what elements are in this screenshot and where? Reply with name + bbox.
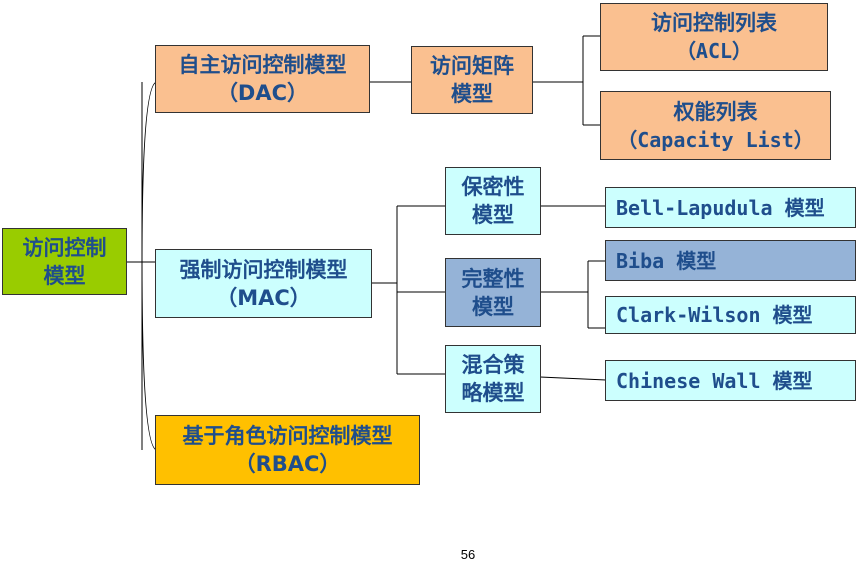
root-label-line1: 访问控制 (22, 235, 107, 260)
biba-model-box: Biba 模型 (605, 240, 856, 281)
chinese-wall-model-box: Chinese Wall 模型 (605, 360, 856, 401)
hybrid-connector (539, 376, 607, 381)
acl-box: 访问控制列表 （ACL） (600, 3, 828, 71)
integrity-bracket (540, 260, 606, 329)
rbac-label-line1: 基于角色访问控制模型 (182, 424, 393, 448)
dac-model-box: 自主访问控制模型 （DAC） (155, 45, 370, 113)
acl-label-line1: 访问控制列表 (651, 11, 777, 35)
chinese-wall-label: Chinese Wall 模型 (616, 368, 813, 393)
page-number: 56 (460, 547, 476, 562)
bell-lapadula-label: Bell-Lapudula 模型 (616, 195, 825, 220)
clark-wilson-model-box: Clark-Wilson 模型 (605, 296, 856, 334)
root-bracket (126, 81, 158, 451)
bell-lapadula-model-box: Bell-Lapudula 模型 (605, 187, 856, 228)
hybrid-label-line2: 略模型 (461, 381, 525, 405)
acl-label-line2: （ACL） (675, 39, 753, 63)
capacity-label-line1: 权能列表 (673, 99, 758, 124)
matrix-bracket (532, 35, 601, 126)
access-matrix-model-box: 访问矩阵 模型 (411, 46, 533, 114)
matrix-label-line1: 访问矩阵 (430, 54, 514, 78)
confidentiality-label-line2: 模型 (472, 203, 514, 227)
confidentiality-model-box: 保密性 模型 (445, 167, 541, 235)
rbac-model-box: 基于角色访问控制模型 （RBAC） (155, 415, 420, 485)
capacity-list-box: 权能列表 （Capacity List） (600, 91, 831, 160)
hybrid-policy-model-box: 混合策 略模型 (445, 345, 541, 413)
integrity-label-line1: 完整性 (461, 266, 525, 291)
integrity-model-box: 完整性 模型 (445, 258, 541, 327)
mac-bracket (372, 205, 446, 375)
integrity-label-line2: 模型 (472, 294, 514, 319)
clark-wilson-label: Clark-Wilson 模型 (616, 303, 813, 327)
mac-model-box: 强制访问控制模型 （MAC） (155, 249, 372, 318)
mac-label-line2: （MAC） (216, 285, 311, 310)
access-control-model-root: 访问控制 模型 (2, 228, 127, 295)
rbac-label-line2: （RBAC） (234, 452, 341, 476)
dac-label-line1: 自主访问控制模型 (178, 53, 347, 77)
mac-label-line1: 强制访问控制模型 (179, 257, 348, 282)
matrix-label-line2: 模型 (451, 82, 493, 106)
capacity-label-line2: （Capacity List） (617, 127, 814, 152)
biba-label: Biba 模型 (616, 248, 717, 273)
root-label-line2: 模型 (43, 263, 86, 288)
confidentiality-label-line1: 保密性 (461, 175, 525, 199)
dac-label-line2: （DAC） (216, 81, 309, 105)
hybrid-label-line1: 混合策 (461, 353, 525, 377)
